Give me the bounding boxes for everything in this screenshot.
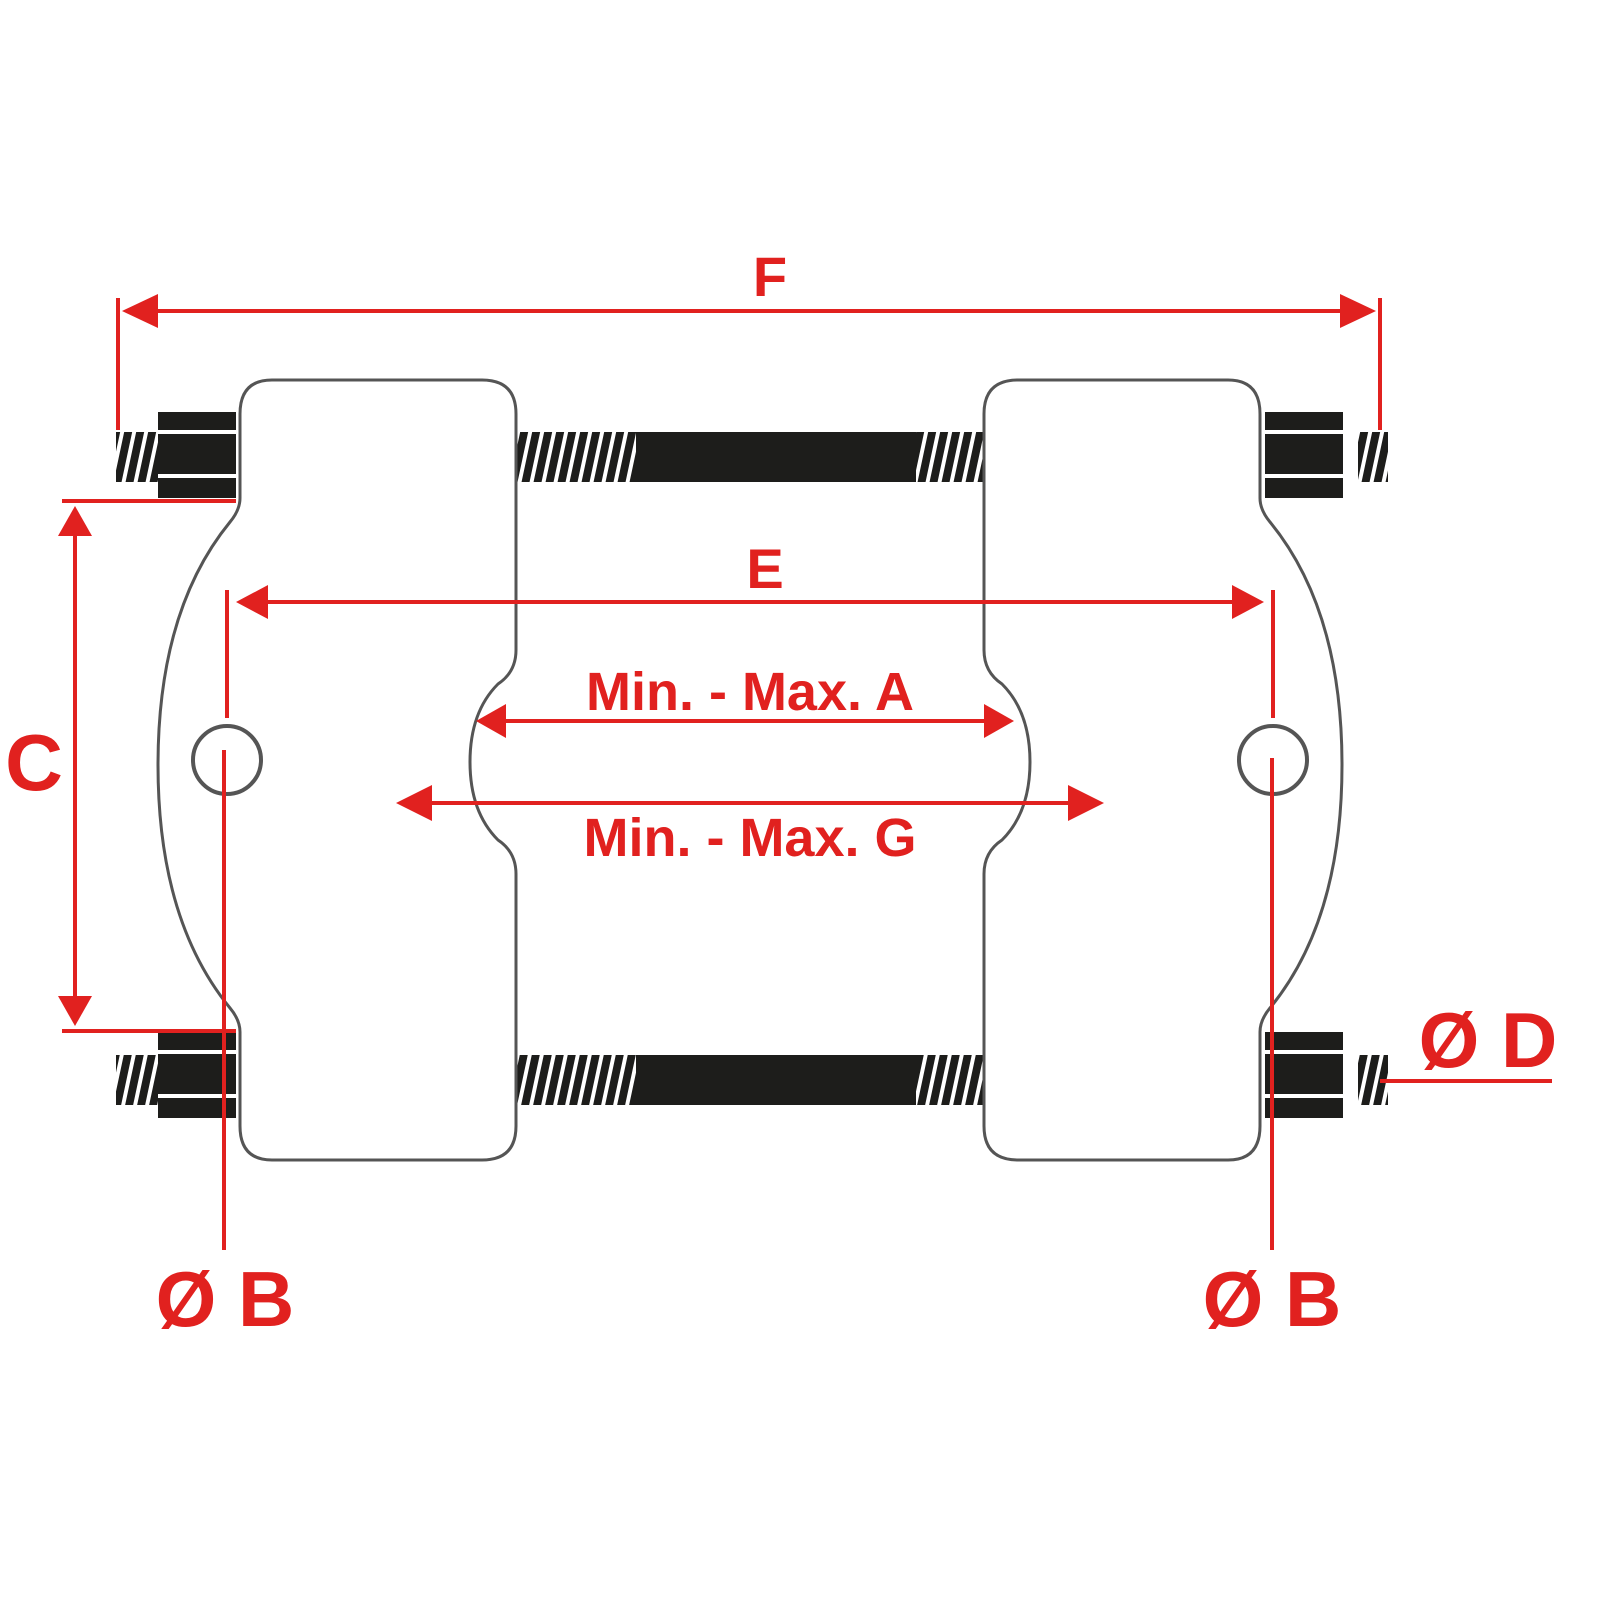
dimension-C xyxy=(58,499,236,1033)
bottom-right-nut xyxy=(1265,1032,1343,1118)
top-threaded-rod xyxy=(116,432,1388,482)
label-E: E xyxy=(746,537,783,600)
label-diameter-B-left: Ø B xyxy=(156,1255,295,1343)
top-left-nut xyxy=(158,412,236,498)
label-diameter-D: Ø D xyxy=(1419,996,1558,1084)
dimension-F xyxy=(116,294,1382,430)
left-separator-jaw xyxy=(156,378,518,1162)
label-diameter-B-right: Ø B xyxy=(1203,1255,1342,1343)
bottom-threaded-rod xyxy=(116,1055,1388,1105)
left-bolt-hole xyxy=(191,724,263,796)
top-right-nut xyxy=(1265,412,1343,498)
label-min-max-G: Min. - Max. G xyxy=(583,808,916,868)
right-separator-jaw xyxy=(982,378,1344,1162)
dimension-E xyxy=(225,585,1275,718)
label-min-max-A: Min. - Max. A xyxy=(586,662,914,722)
label-F: F xyxy=(753,245,787,308)
dimension-G xyxy=(396,785,1104,821)
dimension-A xyxy=(476,704,1014,738)
bottom-left-nut xyxy=(158,1032,236,1118)
label-C: C xyxy=(5,718,63,807)
